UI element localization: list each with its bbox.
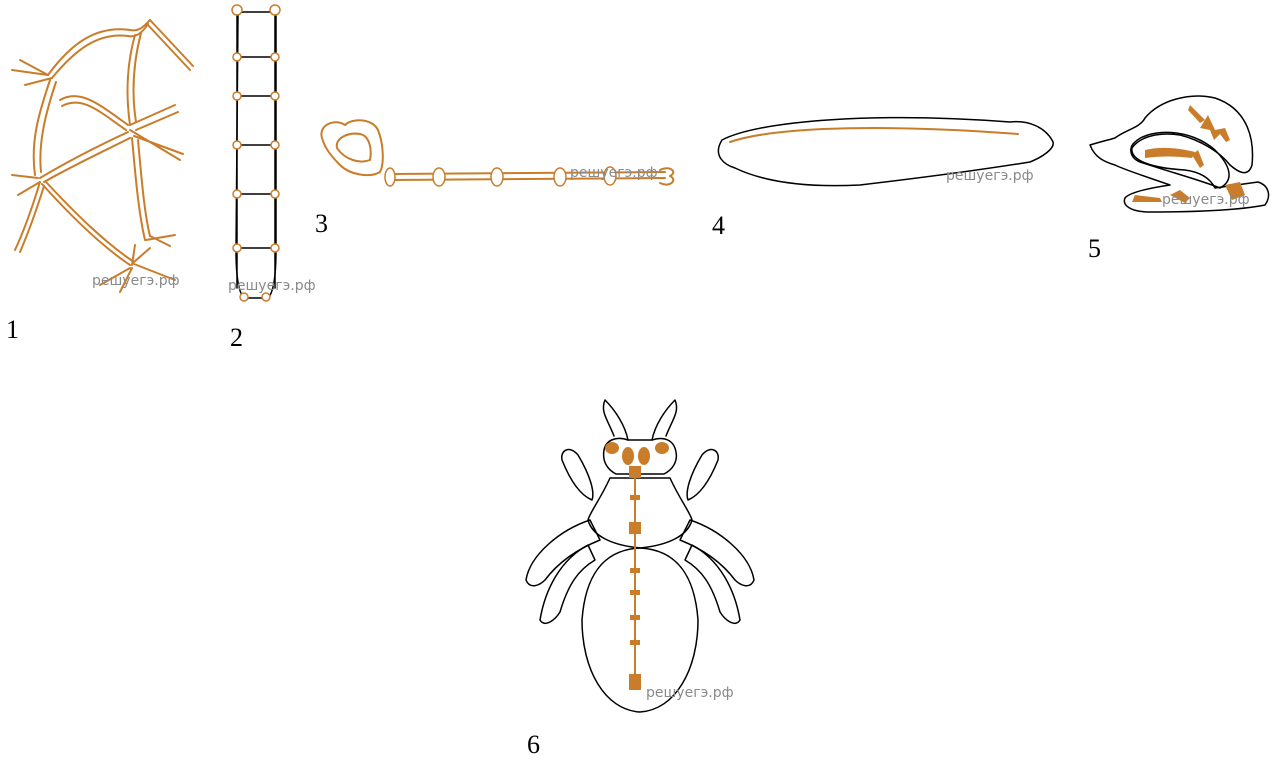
figure-label-1: 1 — [6, 315, 19, 344]
figure-2-ladder-system — [232, 5, 280, 301]
figure-label-2: 2 — [230, 323, 243, 352]
figure-label-5: 5 — [1088, 234, 1101, 263]
figure-label-6: 6 — [527, 730, 540, 759]
figure-1-nerve-net — [12, 20, 193, 292]
watermark-5: решуегэ.рф — [1162, 192, 1250, 208]
watermark-4: решуегэ.рф — [946, 168, 1034, 184]
figure-label-3: 3 — [315, 209, 328, 238]
watermark-3: решуегэ.рф — [570, 165, 658, 181]
watermark-1: решуегэ.рф — [92, 273, 180, 289]
watermark-2: решуегэ.рф — [228, 278, 316, 294]
figure-6-insect-nervous-system — [526, 400, 754, 712]
watermark-6: решуегэ.рф — [646, 685, 734, 701]
figure-label-4: 4 — [712, 211, 725, 240]
